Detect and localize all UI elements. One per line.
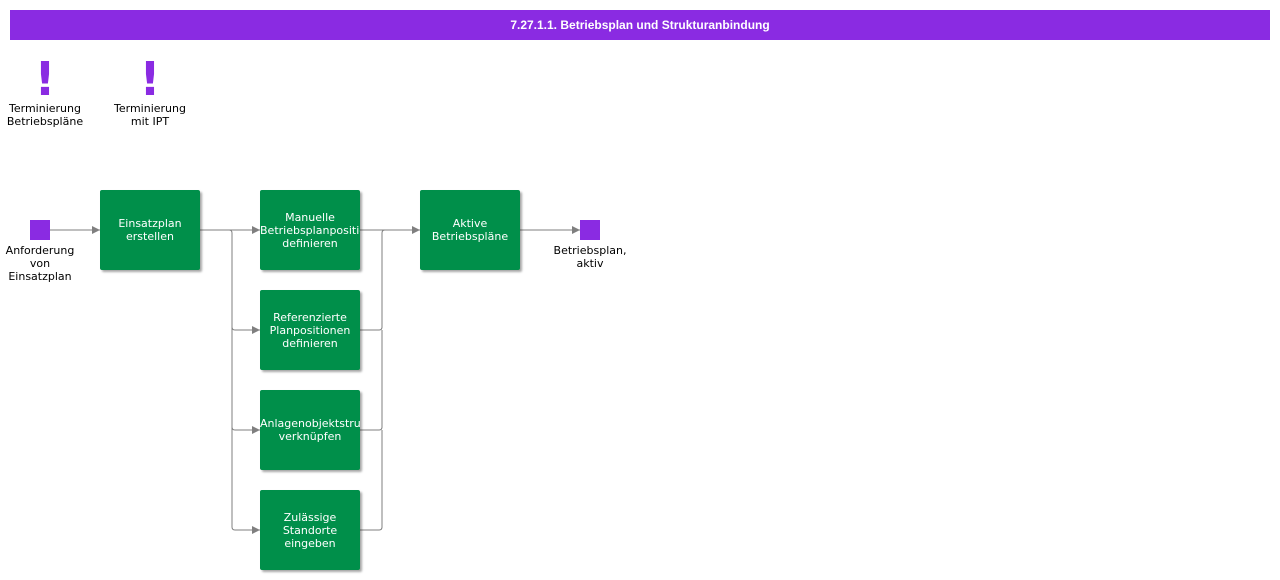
edge-to-anlagen: [231, 426, 260, 434]
node-label: Anlagenobjektstruktur verknüpfen: [260, 417, 360, 443]
edge-anlagen-join: [360, 330, 383, 431]
marker-terminierung-betriebsplaene[interactable]: ! Terminierung Betriebspläne: [0, 56, 95, 128]
node-aktive-betriebsplaene[interactable]: Aktive Betriebspläne: [420, 190, 520, 270]
node-label: Referenzierte Planpositionen definieren: [269, 310, 351, 350]
node-einsatzplan-erstellen[interactable]: Einsatzplan erstellen: [100, 190, 200, 270]
start-event-label: Anforderung von Einsatzplan: [5, 244, 75, 283]
edge-einsatzplan-split: [200, 229, 260, 534]
marker-label: Terminierung Betriebspläne: [6, 102, 84, 128]
marker-label: Terminierung mit IPT: [114, 102, 186, 128]
edge-zulaessige-join: [360, 430, 383, 531]
node-referenzierte-planpositionen[interactable]: Referenzierte Planpositionen definieren: [260, 290, 360, 370]
node-label: Manuelle Betriebsplanpositionen definier…: [260, 210, 360, 250]
node-manuelle-betriebsplanpositionen[interactable]: Manuelle Betriebsplanpositionen definier…: [260, 190, 360, 270]
node-label: Aktive Betriebspläne: [431, 217, 509, 243]
start-event[interactable]: [30, 220, 50, 240]
edge-referenzierte-join: [360, 229, 386, 331]
node-anlagenobjektstruktur[interactable]: Anlagenobjektstruktur verknüpfen: [260, 390, 360, 470]
node-label: Einsatzplan erstellen: [118, 217, 182, 243]
exclamation-icon: !: [34, 52, 56, 106]
marker-terminierung-ipt[interactable]: ! Terminierung mit IPT: [100, 56, 200, 128]
exclamation-icon: !: [139, 52, 161, 106]
end-event-label: Betriebsplan, aktiv: [553, 244, 627, 270]
node-zulaessige-standorte[interactable]: Zulässige Standorte eingeben: [260, 490, 360, 570]
end-event[interactable]: [580, 220, 600, 240]
edge-to-referenzierte: [231, 326, 260, 334]
page-title: 7.27.1.1. Betriebsplan und Strukturanbin…: [10, 10, 1270, 40]
node-label: Zulässige Standorte eingeben: [282, 510, 338, 550]
